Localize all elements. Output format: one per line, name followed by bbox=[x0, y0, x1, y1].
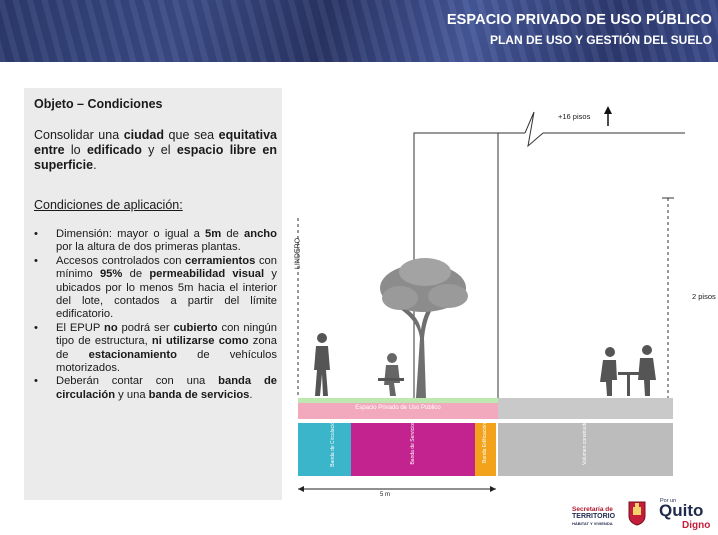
condition-run: de bbox=[122, 268, 150, 281]
intro-run: . bbox=[93, 158, 97, 172]
condition-run: de vehículos motorizados. bbox=[56, 348, 277, 375]
logo-line3: HÁBITAT Y VIVIENDA bbox=[572, 521, 613, 526]
panel-title: Objeto – Condiciones bbox=[34, 97, 163, 111]
page-title: ESPACIO PRIVADO DE USO PÚBLICO bbox=[446, 12, 712, 28]
condition-item: Dimensión: mayor o igual a 5m de ancho p… bbox=[34, 228, 277, 255]
dimension-arrow-left-icon bbox=[298, 486, 304, 492]
band-edificacion bbox=[475, 423, 496, 476]
tree-icon bbox=[380, 258, 468, 398]
condition-run: zona de bbox=[56, 335, 277, 361]
building-section-svg bbox=[297, 106, 685, 492]
width-label: 5 m bbox=[380, 492, 391, 498]
band-volumen bbox=[498, 423, 673, 476]
cafe-people-icon bbox=[600, 345, 656, 396]
conditions-list: Dimensión: mayor o igual a 5m de ancho p… bbox=[34, 228, 277, 402]
condition-run: Deberán contar con una bbox=[56, 375, 219, 388]
grass-strip bbox=[298, 398, 498, 403]
logo-line1: Secretaría de bbox=[572, 506, 613, 513]
condition-run: banda de circulación bbox=[56, 375, 277, 401]
condition-run: El EPUP bbox=[56, 321, 104, 334]
section-diagram: +16 pisos 2 pisos LINDERO Espacio Privad… bbox=[290, 100, 718, 512]
tower-break-mark bbox=[524, 111, 544, 148]
quito-suffix: Digno bbox=[682, 520, 711, 531]
intro-run: equitativa entre bbox=[34, 128, 277, 157]
condition-run: cubierto bbox=[173, 321, 218, 334]
condition-run: permeabilidad visual bbox=[149, 268, 265, 281]
quito-pre: Por un bbox=[660, 498, 677, 504]
epup-strip bbox=[298, 403, 498, 419]
lindero-label: LINDERO bbox=[294, 237, 302, 270]
height-label: 2 pisos bbox=[692, 292, 716, 301]
condition-run: y una bbox=[115, 388, 149, 401]
condition-run: . bbox=[249, 388, 253, 401]
walking-person-icon bbox=[314, 333, 330, 396]
band-circulacion-label: Banda de Circulación bbox=[330, 419, 336, 467]
intro-run: lo bbox=[64, 143, 87, 157]
ground-right bbox=[498, 398, 673, 419]
up-arrow-head-icon bbox=[604, 106, 612, 114]
condition-run: de bbox=[221, 228, 245, 240]
condition-run: podrá ser bbox=[117, 321, 174, 334]
intro-run: y el bbox=[141, 143, 177, 157]
conditions-heading: Condiciones de aplicación: bbox=[34, 198, 183, 212]
quito-logo: Por un Quito Digno bbox=[656, 498, 718, 535]
floors-label: +16 pisos bbox=[558, 112, 591, 121]
condition-run: Dimensión: mayor o igual a bbox=[56, 228, 206, 240]
intro-run: espacio libre en superficie bbox=[34, 143, 278, 172]
quito-main: Quito bbox=[659, 501, 704, 520]
header-banner: ESPACIO PRIVADO DE USO PÚBLICO PLAN DE U… bbox=[0, 0, 718, 62]
band-volumen-label: Volumen construido bbox=[582, 421, 588, 465]
condition-run: con mínimo bbox=[56, 254, 277, 281]
city-seal-icon bbox=[628, 501, 646, 526]
condition-run: cerramientos bbox=[185, 254, 256, 267]
band-servicios bbox=[351, 423, 475, 476]
logo-line2: TERRITORIO bbox=[572, 513, 616, 520]
condition-run: 95% bbox=[99, 268, 123, 281]
band-edificacion-label: Banda Edificación bbox=[482, 422, 488, 464]
band-servicios-label: Banda de Servicios bbox=[410, 421, 416, 465]
condition-run: Accesos controlados con bbox=[56, 254, 186, 267]
condition-item: Deberán contar con una banda de circulac… bbox=[34, 375, 277, 402]
dimension-arrow-right-icon bbox=[490, 486, 496, 492]
condition-run: banda de servicios bbox=[148, 388, 250, 401]
condition-run: 5m bbox=[205, 228, 222, 240]
condition-run: con ningún tipo de estructura, bbox=[56, 321, 277, 348]
condition-run: por la altura de dos primeras plantas. bbox=[56, 241, 241, 254]
band-circulacion bbox=[298, 423, 351, 476]
condition-item: Accesos controlados con cerramientos con… bbox=[34, 255, 277, 322]
secretaria-logo: Secretaría de TERRITORIO HÁBITAT Y VIVIE… bbox=[572, 506, 615, 527]
condition-run: ni utilizarse como bbox=[151, 335, 249, 348]
condition-run: y ubicados por lo menos 5m hacia el inte… bbox=[56, 268, 277, 321]
epup-label: Espacio Privado de Uso Público bbox=[355, 405, 441, 411]
condition-run: no bbox=[103, 321, 118, 334]
condition-run: ancho bbox=[244, 228, 277, 240]
conditions-panel: Objeto – Condiciones Consolidar una ciud… bbox=[24, 88, 282, 500]
intro-paragraph: Consolidar una ciudad que sea equitativa… bbox=[34, 128, 277, 173]
intro-run: ciudad bbox=[123, 128, 164, 142]
seated-person-icon bbox=[378, 353, 404, 396]
page-subtitle: PLAN DE USO Y GESTIÓN DEL SUELO bbox=[489, 33, 712, 47]
intro-run: que sea bbox=[164, 128, 219, 142]
condition-item: El EPUP no podrá ser cubierto con ningún… bbox=[34, 322, 277, 376]
intro-run: Consolidar una bbox=[34, 128, 124, 142]
intro-run: edificado bbox=[86, 143, 142, 157]
condition-run: estacionamiento bbox=[88, 348, 177, 361]
